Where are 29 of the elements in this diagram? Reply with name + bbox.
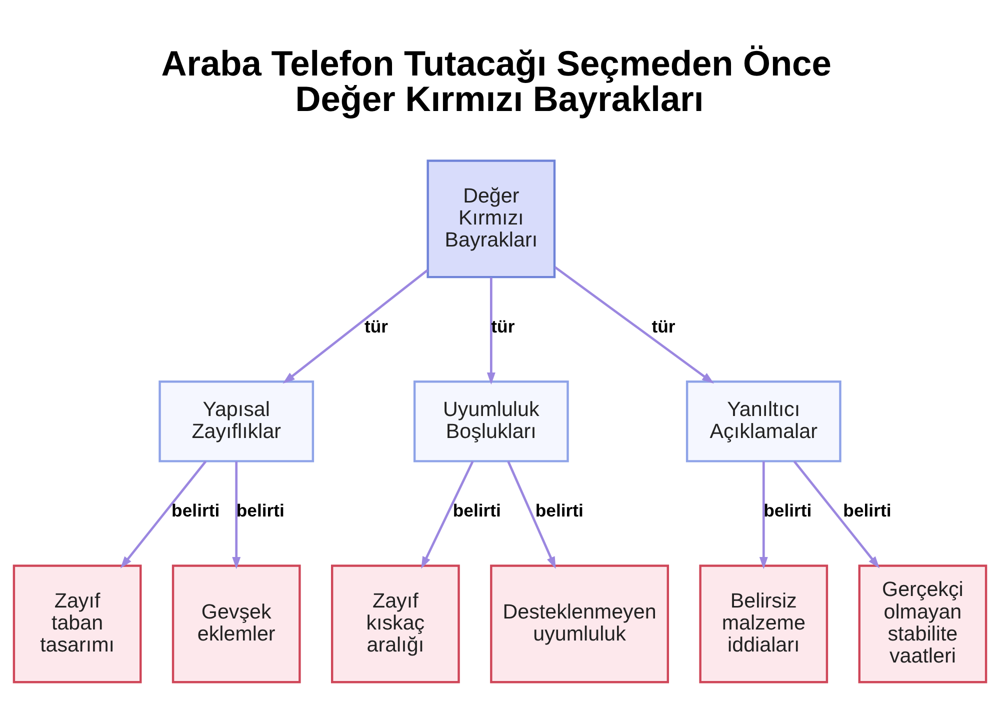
arrow xyxy=(759,460,768,569)
edge-label: tür xyxy=(491,316,515,336)
edge-label: belirti xyxy=(452,500,501,520)
node-box: Gerçekçi olmayan stabilite vaatleri xyxy=(858,564,988,683)
edge-label: tür xyxy=(364,316,388,336)
node-box: Belirsiz malzeme iddiaları xyxy=(699,564,828,683)
edge-label: belirti xyxy=(172,500,220,520)
arrow xyxy=(793,460,880,568)
arrow xyxy=(282,268,428,384)
arrow xyxy=(554,266,714,384)
edge-label: belirti xyxy=(236,500,284,520)
node-box: Zayıf taban tasarımı xyxy=(12,564,142,683)
arrow xyxy=(507,460,556,568)
node-box: Zayıf kıskaç aralığı xyxy=(331,564,460,683)
diagram-title: Araba Telefon Tutacağı Seçmeden Önce Değer Kırmızı Bayrakları xyxy=(161,44,832,118)
arrow xyxy=(232,460,241,569)
node-box: Yapısal Zayıflıklar xyxy=(158,380,314,462)
node-box: Yanıltıcı Açıklamalar xyxy=(686,380,842,462)
node-box: Değer Kırmızı Bayrakları xyxy=(426,159,556,278)
node-box: Uyumluluk Boşlukları xyxy=(413,380,569,462)
edge-label: tür xyxy=(652,316,676,336)
arrow xyxy=(421,460,474,568)
edge-label: belirti xyxy=(764,500,812,520)
arrow xyxy=(120,460,207,568)
edge-label: belirti xyxy=(535,500,584,520)
arrow xyxy=(486,277,496,384)
node-box: Gevşek eklemler xyxy=(172,564,301,683)
node-box: Desteklenmeyen uyumluluk xyxy=(490,564,669,683)
edge-label: belirti xyxy=(843,500,892,520)
